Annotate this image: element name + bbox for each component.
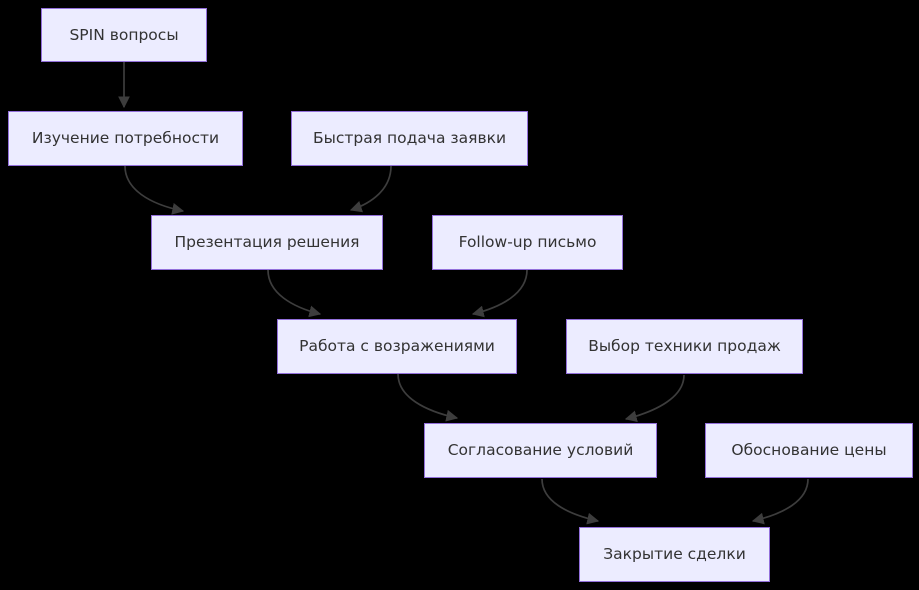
node-label: SPIN вопросы — [69, 25, 179, 44]
node-deal-closing: Закрытие сделки — [579, 527, 770, 582]
edge-presentation-to-objections — [267, 269, 322, 318]
node-label: Презентация решения — [174, 233, 360, 252]
node-sales-technique-choice: Выбор техники продаж — [566, 319, 803, 374]
node-price-justification: Обоснование цены — [705, 423, 913, 478]
node-label: Согласование условий — [447, 441, 634, 460]
node-label: Выбор техники продаж — [588, 337, 781, 356]
edge-fast-apply-to-presentation — [349, 165, 392, 213]
edge-price-to-close — [751, 478, 809, 525]
node-label: Обоснование цены — [731, 441, 887, 460]
node-terms-agreement: Согласование условий — [424, 423, 657, 478]
edge-objections-to-terms — [397, 373, 459, 422]
node-fast-application: Быстрая подача заявки — [291, 111, 528, 166]
edge-followup-to-objections — [471, 269, 528, 318]
node-spin-questions: SPIN вопросы — [41, 8, 207, 62]
node-needs-research: Изучение потребности — [8, 111, 243, 166]
node-solution-presentation: Презентация решения — [151, 215, 383, 270]
node-label: Работа с возражениями — [299, 337, 495, 356]
node-label: Follow-up письмо — [458, 233, 597, 252]
node-objection-handling: Работа с возражениями — [277, 319, 517, 374]
edge-needs-to-presentation — [124, 165, 185, 215]
edge-technique-to-terms — [624, 374, 685, 423]
edge-terms-to-close — [541, 478, 600, 525]
node-label: Изучение потребности — [31, 129, 220, 148]
node-label: Быстрая подача заявки — [312, 129, 507, 148]
node-followup-letter: Follow-up письмо — [432, 215, 623, 270]
node-label: Закрытие сделки — [603, 545, 746, 564]
